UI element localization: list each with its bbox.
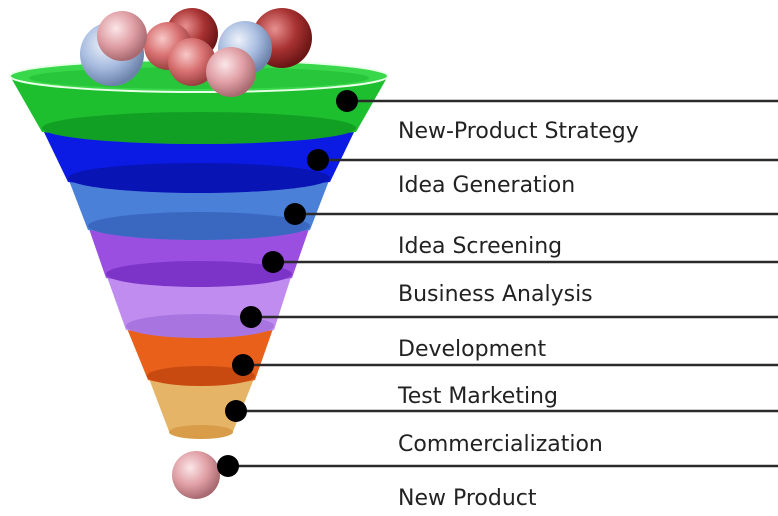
new-product-ball-icon	[172, 451, 220, 499]
connector-dot	[225, 400, 247, 422]
connector-dot	[240, 306, 262, 328]
stage-label-development: Development	[398, 337, 547, 362]
stage-connectors	[217, 90, 778, 477]
stage-label-commercialization: Commercialization	[398, 432, 603, 457]
ball-icon	[168, 38, 216, 86]
connector-dot	[232, 354, 254, 376]
idea-balls	[80, 8, 312, 97]
stage-label-idea-generation: Idea Generation	[398, 173, 576, 198]
connector-dot	[284, 203, 306, 225]
stage-label-business-analysis: Business Analysis	[398, 282, 593, 307]
connector-dot	[307, 149, 329, 171]
connector-dot	[217, 455, 239, 477]
connector-dot	[336, 90, 358, 112]
ball-icon	[206, 47, 256, 97]
stage-label-new-product-strategy: New-Product Strategy	[398, 119, 639, 144]
output-label-new-product: New Product	[398, 486, 537, 511]
ball-icon	[97, 11, 147, 61]
connector-dot	[262, 251, 284, 273]
stage-label-idea-screening: Idea Screening	[398, 234, 563, 259]
stage-label-test-marketing: Test Marketing	[398, 384, 558, 409]
